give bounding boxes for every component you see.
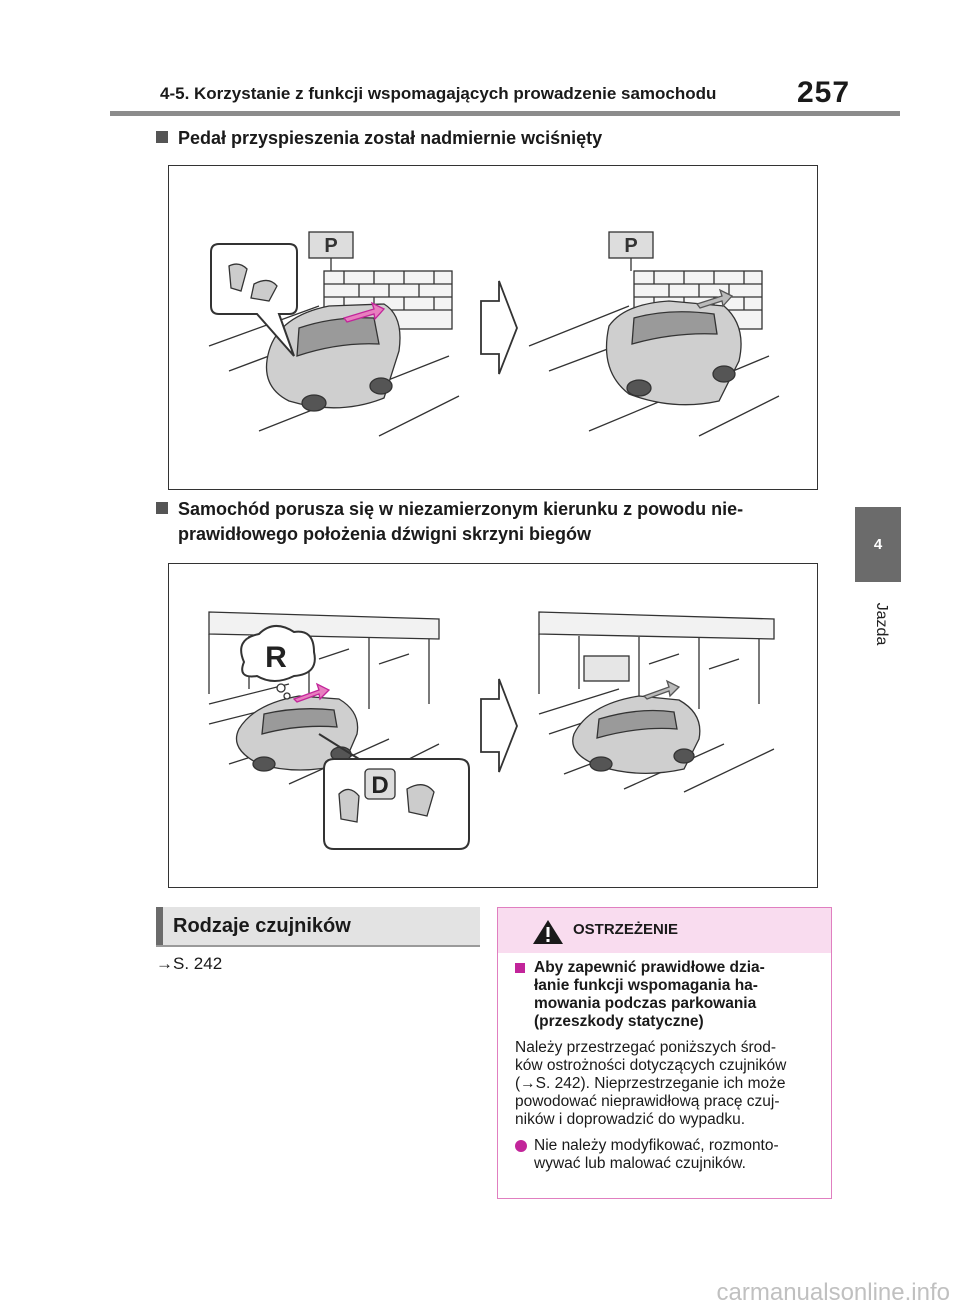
warning-bullet-line: Nie należy modyfikować, rozmonto-	[534, 1137, 779, 1154]
watermark: carmanualsonline.info	[716, 1279, 950, 1306]
square-bullet-icon	[515, 963, 525, 973]
warning-paragraph-line: (→S. 242). Nieprzestrzeganie ich może	[515, 1075, 786, 1092]
warning-subheading-line: mowania podczas parkowania	[534, 995, 757, 1012]
chapter-tab[interactable]: 4	[855, 507, 901, 582]
warning-subheading: Aby zapewnić prawidłowe dzia- łanie funk…	[515, 959, 819, 1031]
warning-paragraph-line: ków ostrożności dotyczących czujników	[515, 1057, 787, 1074]
warning-box: OSTRZEŻENIE Aby zapewnić prawidłowe dzia…	[497, 907, 832, 1199]
parking-sign-p: P	[324, 235, 337, 257]
figure-wrong-gear: R D	[168, 563, 818, 888]
subsection-title: Rodzaje czujników	[156, 907, 480, 945]
warning-triangle-icon	[533, 920, 563, 944]
parking-sign-p: P	[624, 235, 637, 257]
parking-illustration-2: R D	[208, 611, 775, 850]
warning-paragraph: Należy przestrzegać poniższych środ- ków…	[515, 1039, 819, 1129]
chapter-title: 4-5. Korzystanie z funkcji wspomagającyc…	[160, 84, 717, 103]
gear-r-label: R	[265, 641, 287, 674]
warning-paragraph-line: powodować nieprawidłową pracę czuj-	[515, 1093, 780, 1110]
square-bullet-icon	[156, 131, 168, 143]
square-bullet-icon	[156, 502, 168, 514]
warning-body: Aby zapewnić prawidłowe dzia- łanie funk…	[498, 953, 831, 1173]
warning-bullet: Nie należy modyfikować, rozmonto- wywać …	[515, 1137, 819, 1173]
warning-header: OSTRZEŻENIE	[498, 908, 831, 953]
page-number: 257	[797, 76, 851, 109]
section-heading-text: Pedał przyspieszenia został nadmiernie w…	[178, 128, 603, 148]
round-bullet-icon	[515, 1140, 527, 1152]
chapter-tab-label: Jazda	[873, 602, 890, 646]
warning-subheading-line: Aby zapewnić prawidłowe dzia-	[534, 959, 765, 976]
page-reference-link[interactable]: →S. 242	[156, 954, 223, 973]
subsection-rule	[156, 945, 480, 947]
section-heading-text: prawidłowego położenia dźwigni skrzyni b…	[178, 524, 592, 544]
warning-title: OSTRZEŻENIE	[573, 921, 679, 938]
warning-paragraph-line: ników i doprowadzić do wypadku.	[515, 1111, 746, 1128]
section-heading-text: Samochód porusza się w niezamierzonym ki…	[178, 499, 744, 519]
section-heading-gear: Samochód porusza się w niezamierzonym ki…	[156, 497, 743, 547]
section-heading-accelerator: Pedał przyspieszenia został nadmiernie w…	[156, 126, 602, 151]
figure-pedal-pressed: P P	[168, 165, 818, 490]
warning-paragraph-line: Należy przestrzegać poniższych środ-	[515, 1039, 777, 1056]
warning-subheading-line: łanie funkcji wspomagania ha-	[534, 977, 758, 994]
warning-subheading-line: (przeszkody statyczne)	[534, 1013, 704, 1030]
gear-d-label: D	[371, 772, 388, 799]
parking-illustration-1: P P	[208, 231, 780, 437]
warning-bullet-line: wywać lub malować czujników.	[534, 1155, 746, 1172]
header-rule	[110, 111, 900, 116]
